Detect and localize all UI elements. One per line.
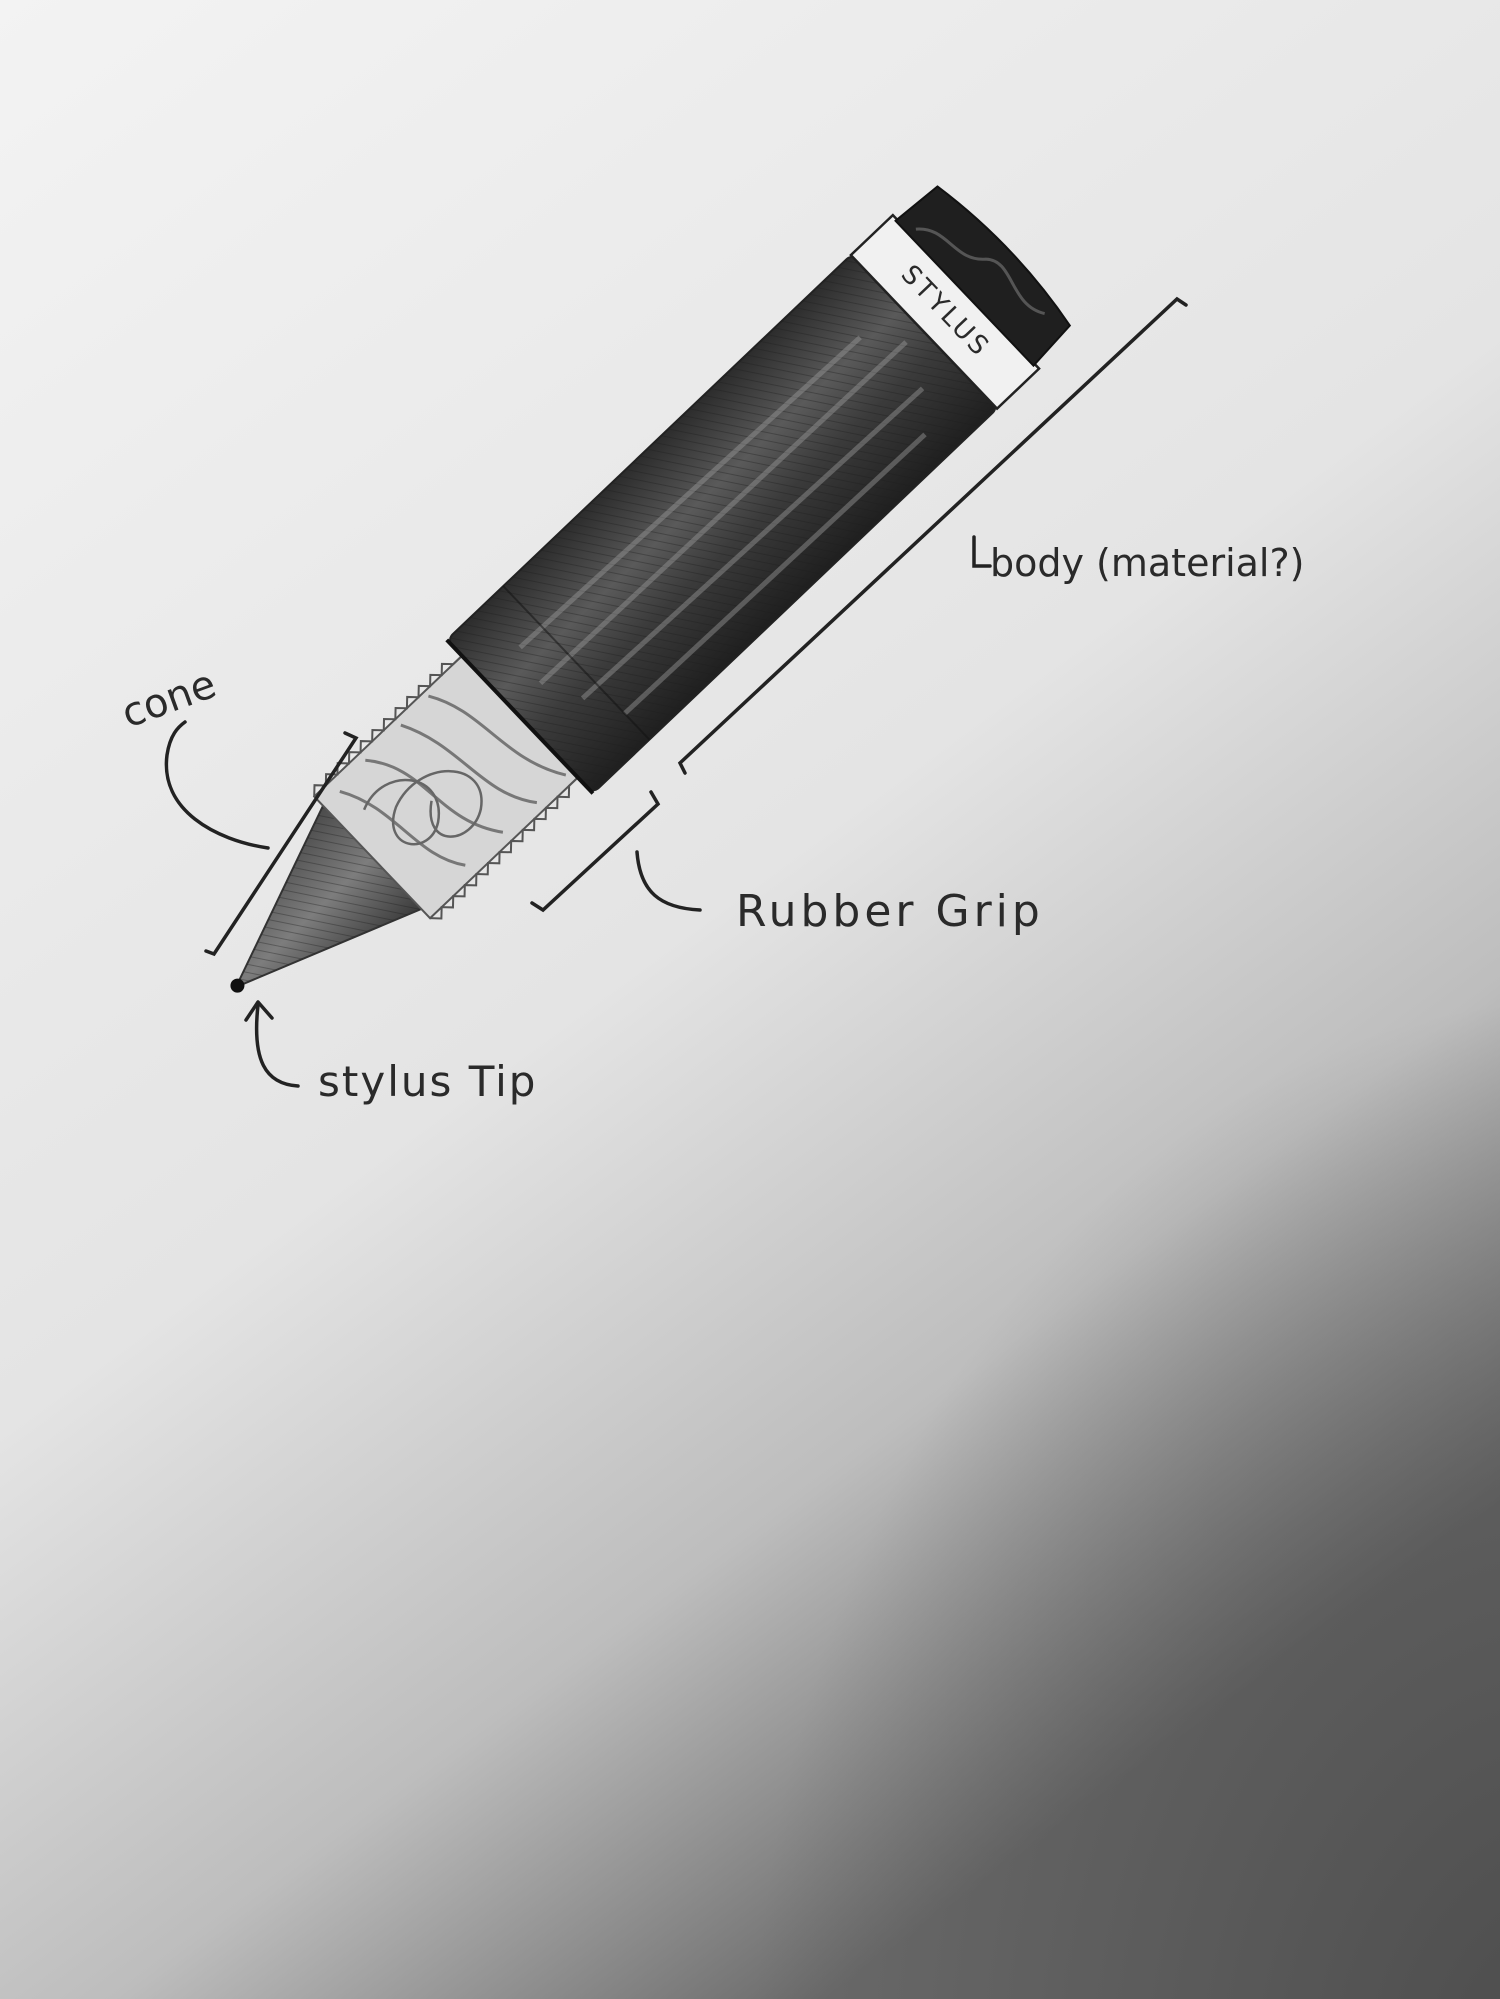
- body-label: body (material?): [990, 541, 1304, 585]
- tip-label: stylus Tip: [318, 1057, 537, 1106]
- grip-label: Rubber Grip: [736, 886, 1044, 937]
